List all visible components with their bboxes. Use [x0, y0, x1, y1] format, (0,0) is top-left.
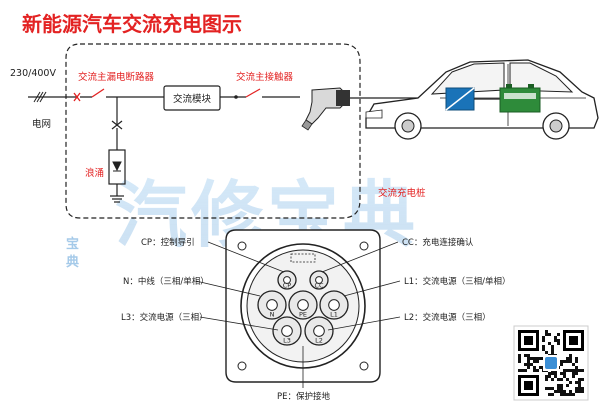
pin-label-l2: L2：交流电源（三相） [404, 312, 491, 323]
pile-label: 交流充电桩 [378, 187, 426, 199]
pin-label-pe: PE：保护接地 [277, 391, 331, 402]
battery-icon [499, 84, 541, 113]
pin-n-label: N [270, 310, 275, 318]
pile-boundary [65, 43, 361, 219]
contactor-label: 交流主接触器 [236, 71, 294, 83]
pin-l3: L3 [272, 316, 302, 346]
pin-cp: CP [277, 270, 297, 290]
plug-icon [301, 87, 350, 131]
pin-label-cp: CP：控制导引 [141, 237, 195, 248]
pin-cc: CC [309, 270, 329, 290]
pin-label-l1: L1：交流电源（三相/单相） [404, 276, 511, 287]
ground-icon [110, 184, 124, 203]
pin-l1-label: L1 [330, 310, 338, 318]
pin-l1: L1 [319, 290, 349, 320]
pin-cp-label: CP [283, 281, 292, 289]
pin-cc-label: CC [314, 281, 324, 289]
pin-label-l3: L3：交流电源（三相） [121, 312, 208, 323]
surge-switch-icon [111, 120, 123, 130]
pin-label-n: N：中线（三相/单相） [123, 276, 209, 287]
surge-label: 浪涌 [85, 167, 104, 179]
pin-l3-label: L3 [283, 336, 291, 344]
pin-n: N [257, 290, 287, 320]
pin-label-cc: CC：充电连接确认 [402, 237, 474, 248]
main-breaker-icon [73, 88, 105, 102]
pin-l2: L2 [304, 316, 334, 346]
watermark-side-1: 宝 [66, 236, 79, 252]
qr-code-icon [513, 325, 589, 401]
inverter-icon [445, 87, 475, 111]
grid-label: 电网 [32, 118, 51, 130]
pin-pe: PE [288, 290, 318, 320]
ac-module-label: 交流模块 [173, 93, 212, 105]
surge-arrow-icon [112, 161, 122, 172]
right-pin-labels: CC：充电连接确认 L1：交流电源（三相/单相） L2：交流电源（三相） [402, 237, 511, 323]
supply-voltage: 230/400V [10, 68, 56, 79]
left-pin-labels: CP：控制导引 N：中线（三相/单相） L3：交流电源（三相） [121, 237, 209, 323]
pin-leader-lines [195, 241, 401, 388]
pin-pe-label: PE [299, 310, 307, 318]
bus-node [234, 95, 238, 99]
ac-module-box [163, 85, 221, 111]
page-title: 新能源汽车交流充电图示 [22, 12, 242, 36]
pin-l2-label: L2 [315, 336, 323, 344]
contactor-icon [245, 88, 300, 98]
main-breaker-label: 交流主漏电断路器 [78, 71, 155, 83]
watermark-side-2: 典 [66, 254, 79, 270]
